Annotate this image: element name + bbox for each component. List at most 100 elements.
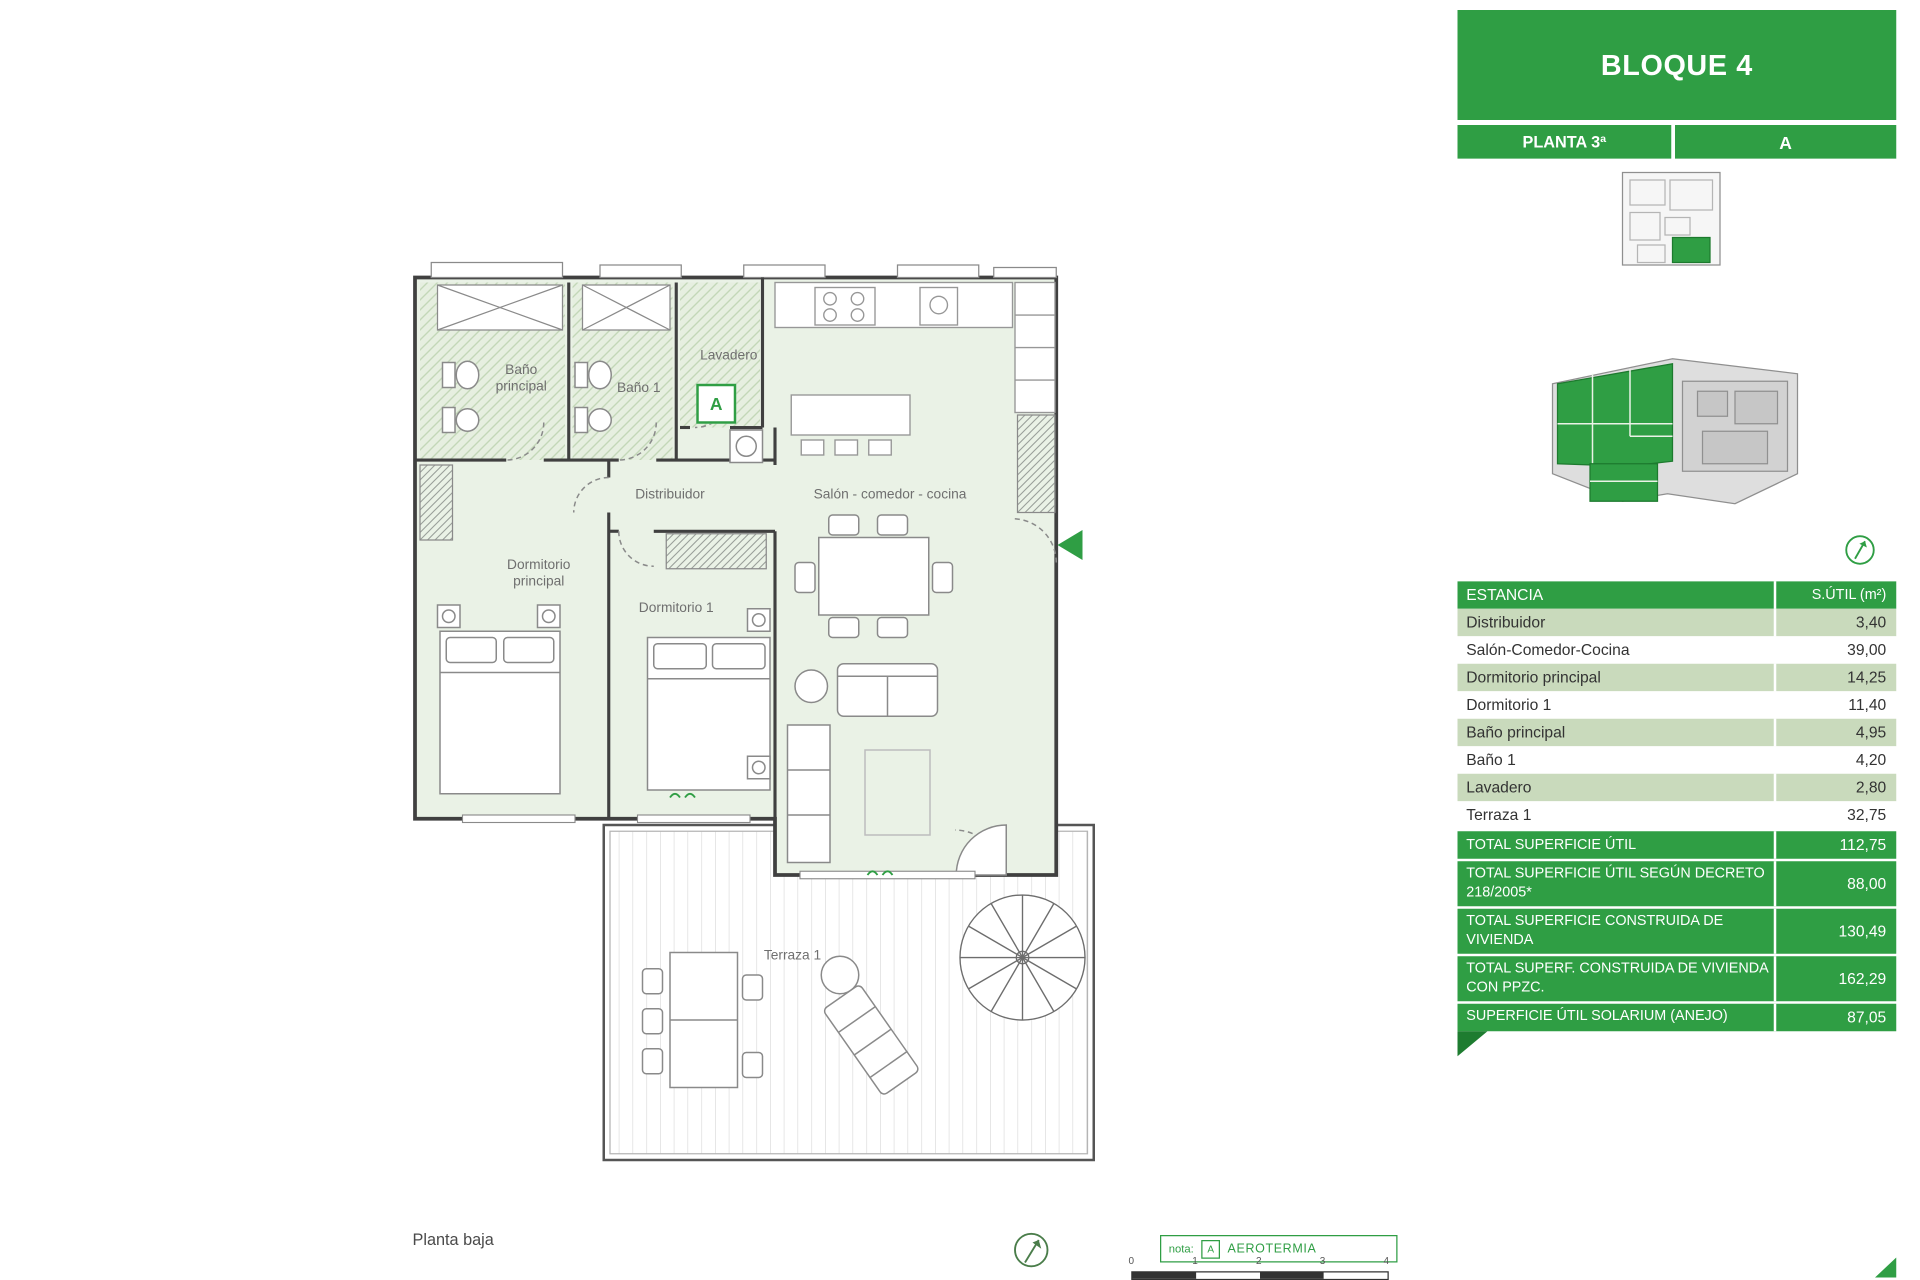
compass-icon xyxy=(1845,535,1875,565)
room-name: Baño principal xyxy=(1466,723,1566,742)
total-value: 88,00 xyxy=(1773,861,1897,907)
room-label-dormitorio-principal: Dormitorio principal xyxy=(507,557,571,589)
round-table xyxy=(820,955,860,995)
area-table-row: Baño principal 4,95 xyxy=(1457,718,1897,747)
spiral-staircase xyxy=(959,894,1086,1021)
total-value: 112,75 xyxy=(1773,831,1897,859)
corner-plant xyxy=(955,824,1007,876)
area-table-row: Dormitorio principal 14,25 xyxy=(1457,663,1897,692)
unit-letter: A xyxy=(1675,125,1897,159)
entrance-arrow xyxy=(1057,530,1083,560)
floor-label: PLANTA 3ª xyxy=(1457,125,1672,159)
scale-bar: 0 1 2 3 4 xyxy=(1128,1255,1390,1280)
room-area: 39,00 xyxy=(1773,636,1897,664)
room-label-bano-principal: Baño principal xyxy=(495,362,547,394)
note-marker-icon: A xyxy=(1201,1239,1221,1259)
bathroom-fixtures xyxy=(441,360,764,464)
room-area: 32,75 xyxy=(1773,801,1897,829)
total-row: TOTAL SUPERF. CONSTRUIDA DE VIVIENDA CON… xyxy=(1457,955,1897,1001)
kitchen-island xyxy=(790,394,911,436)
floor-unit-row: PLANTA 3ª A xyxy=(1457,125,1897,159)
scale-tick: 4 xyxy=(1383,1255,1390,1267)
room-area: 4,95 xyxy=(1773,718,1897,747)
total-value: 130,49 xyxy=(1773,908,1897,954)
area-table-row: Baño 1 4,20 xyxy=(1457,746,1897,774)
sun-lounger xyxy=(823,985,919,1095)
room-area: 2,80 xyxy=(1773,773,1897,802)
scale-bar-segments xyxy=(1131,1271,1389,1280)
area-table-row: Lavadero 2,80 xyxy=(1457,773,1897,802)
room-name: Dormitorio principal xyxy=(1466,668,1601,687)
room-label-dormitorio-1: Dormitorio 1 xyxy=(638,600,714,616)
vent-marks xyxy=(669,792,894,876)
room-area: 14,25 xyxy=(1773,663,1897,692)
room-name: Salón-Comedor-Cocina xyxy=(1466,641,1630,659)
showers xyxy=(436,284,671,331)
stove-icon xyxy=(814,286,876,326)
room-name: Distribuidor xyxy=(1466,613,1546,632)
kitchen xyxy=(774,281,1056,456)
living-furniture xyxy=(786,663,1007,876)
room-label-distribuidor: Distribuidor xyxy=(635,487,705,503)
area-table-row: Salón-Comedor-Cocina 39,00 xyxy=(1457,636,1897,664)
info-panel: BLOQUE 4 PLANTA 3ª A xyxy=(1457,10,1897,1056)
room-name: Baño 1 xyxy=(1466,751,1516,769)
room-label-bano-1: Baño 1 xyxy=(616,380,661,396)
room-label-lavadero: Lavadero xyxy=(700,348,758,364)
total-label: TOTAL SUPERFICIE ÚTIL xyxy=(1466,836,1637,852)
panel-fold-decoration xyxy=(1457,1030,1488,1056)
room-area: 3,40 xyxy=(1773,608,1897,637)
block-title: BLOQUE 4 xyxy=(1457,10,1897,120)
room-label-salon: Salón - comedor - cocina xyxy=(813,487,967,503)
room-area: 4,20 xyxy=(1773,746,1897,774)
floor-plan-drawing xyxy=(413,261,1095,1268)
plan-caption: Planta baja xyxy=(412,1230,494,1249)
location-diagrams xyxy=(1457,158,1897,582)
room-name: Terraza 1 xyxy=(1466,806,1532,824)
total-label: TOTAL SUPERFICIE ÚTIL SEGÚN DECRETO 218/… xyxy=(1466,866,1765,900)
corner-triangle-decoration xyxy=(1875,1257,1897,1278)
area-table-row: Terraza 1 32,75 xyxy=(1457,801,1897,829)
note-text: AEROTERMIA xyxy=(1227,1241,1317,1256)
roof-elements xyxy=(430,261,1057,279)
scale-tick: 3 xyxy=(1319,1255,1326,1267)
site-plan-thumbnail xyxy=(1621,171,1721,266)
total-label: SUPERFICIE ÚTIL SOLARIUM (ANEJO) xyxy=(1466,1008,1728,1024)
area-table-row: Distribuidor 3,40 xyxy=(1457,608,1897,637)
bed-dormitorio-principal xyxy=(436,604,561,795)
total-row: TOTAL SUPERFICIE CONSTRUIDA DE VIVIENDA 1… xyxy=(1457,908,1897,954)
note-box: nota: A AEROTERMIA xyxy=(1160,1235,1398,1263)
room-name: Dormitorio 1 xyxy=(1466,696,1552,714)
bed-dormitorio-1 xyxy=(646,608,771,791)
floor-plan-area: Baño principal Baño 1 Lavadero Distribui… xyxy=(412,261,1897,1280)
total-row: TOTAL SUPERFICIE ÚTIL SEGÚN DECRETO 218/… xyxy=(1457,861,1897,907)
dining-set xyxy=(794,514,954,639)
room-name: Lavadero xyxy=(1466,778,1532,797)
note-label: nota: xyxy=(1168,1242,1194,1256)
tv-unit xyxy=(786,724,831,864)
room-label-terraza-1: Terraza 1 xyxy=(763,948,822,964)
total-label: TOTAL SUPERF. CONSTRUIDA DE VIVIENDA CON… xyxy=(1466,960,1768,995)
area-table-row: Dormitorio 1 11,40 xyxy=(1457,691,1897,719)
total-label: TOTAL SUPERFICIE CONSTRUIDA DE VIVIENDA xyxy=(1466,913,1724,948)
total-value: 87,05 xyxy=(1773,1003,1897,1031)
floor-plate-diagram xyxy=(1551,358,1799,505)
header-estancia: ESTANCIA xyxy=(1466,586,1544,604)
header-sutil: S.ÚTIL (m²) xyxy=(1773,581,1897,609)
area-table-header: ESTANCIA S.ÚTIL (m²) xyxy=(1457,581,1897,609)
armchair xyxy=(794,669,829,704)
rug xyxy=(864,749,931,836)
total-value: 162,29 xyxy=(1773,955,1897,1001)
compass-icon xyxy=(1014,1232,1049,1268)
total-row: TOTAL SUPERFICIE ÚTIL 112,75 xyxy=(1457,831,1897,859)
wardrobes xyxy=(419,414,1056,570)
scale-tick: 0 xyxy=(1128,1255,1135,1267)
scale-tick: 1 xyxy=(1192,1255,1198,1267)
aerotermia-marker: A xyxy=(696,383,737,424)
room-area: 11,40 xyxy=(1773,691,1897,719)
total-row: SUPERFICIE ÚTIL SOLARIUM (ANEJO) 87,05 xyxy=(1457,1003,1897,1031)
